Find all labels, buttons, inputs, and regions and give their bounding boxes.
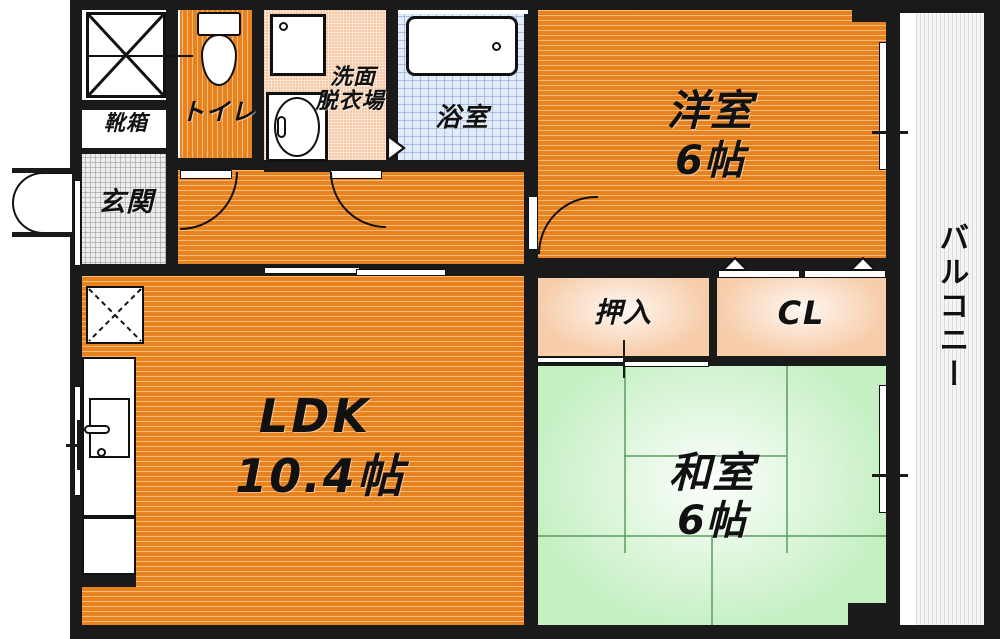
wall-shaft-bottom [80, 100, 176, 110]
ldk-sliding-door-panel-b[interactable] [356, 269, 446, 276]
ldk-sliding-door-panel-a[interactable] [264, 267, 360, 274]
japanese-room-label: 和室 [668, 448, 755, 497]
kitchen-drain-icon [97, 448, 106, 457]
ldk-size-label: 10.4帖 [235, 449, 405, 503]
tatami-seam [711, 535, 713, 625]
kutsubako-label: 靴箱 [104, 111, 148, 135]
ldk-floor [80, 274, 532, 625]
window-handle-mark-v [888, 451, 891, 501]
wall-washroom-bottom [264, 160, 534, 172]
washing-machine-tap-icon [279, 22, 288, 31]
cl-folding-door-b[interactable] [804, 270, 886, 278]
ldk-label: LDK [258, 389, 372, 443]
western-room-label: 洋室 [666, 86, 753, 135]
tatami-seam [786, 366, 788, 553]
washroom-label-line2: 脱衣場 [315, 89, 385, 114]
cl-label: CL [777, 294, 826, 332]
genkan-label: 玄関 [98, 187, 154, 218]
cl-floor [717, 278, 886, 356]
oshiire-sliding-door-a[interactable] [537, 357, 625, 363]
balcony-label: バルコニー [933, 222, 969, 392]
exterior-wall-right [986, 0, 1000, 639]
balcony-parapet-outer [984, 8, 988, 630]
entrance-threshold-bottom [12, 232, 74, 237]
western-room-door-panel[interactable] [528, 196, 538, 250]
wall-western-room-bottom [524, 258, 888, 268]
kitchen-faucet-icon [84, 425, 110, 434]
entrance-door-swing [12, 172, 72, 234]
tatami-seam [624, 455, 786, 457]
kitchen-counter-end [82, 575, 136, 587]
kutsubako-floor [80, 108, 172, 152]
toilet-label: トイレ [180, 98, 256, 126]
oshiire-label: 押入 [593, 296, 652, 329]
toilet-floor [180, 8, 256, 160]
refrigerator-space-x-icon [88, 288, 142, 342]
balcony-floor [916, 14, 986, 625]
bathroom-door-arrow-icon [386, 134, 406, 162]
window-hallway-left[interactable] [74, 180, 81, 266]
wall-jog-topright [852, 0, 888, 22]
tatami-seam [624, 366, 626, 553]
wall-toilet-right [252, 0, 264, 168]
toilet-tank [197, 12, 241, 36]
entrance-threshold-top [12, 168, 74, 173]
wall-jog-bottomright [848, 603, 888, 629]
western-room-size-label: 6帖 [675, 138, 745, 184]
wall-toilet-bottom [166, 158, 264, 170]
cl-door-fold-arrow-icon [722, 257, 748, 271]
kitchen-base-cabinet [82, 517, 136, 575]
bathroom-tub-deck [398, 10, 528, 14]
pipe-shaft-x-icon [86, 12, 166, 98]
cl-folding-door-a[interactable] [718, 270, 800, 278]
cl-door-fold-arrow-icon [850, 257, 876, 271]
wall-kutsubako-bottom [80, 148, 176, 154]
balcony-parapet-top [900, 8, 990, 13]
wall-oshiire-cl-top [524, 268, 888, 278]
oshiire-sliding-door-b[interactable] [623, 361, 709, 367]
bathroom-label: 浴室 [434, 103, 489, 133]
japanese-room-size-label: 6帖 [677, 498, 747, 544]
facade-wall [886, 0, 900, 639]
oshiire-door-seam [623, 340, 625, 378]
oshiire-floor [537, 278, 709, 356]
washroom-label-line1: 洗面 [329, 65, 376, 90]
wall-ldk-right [524, 264, 538, 639]
wall-oshiire-cl-divider [709, 268, 717, 364]
wall-washroom-right [386, 0, 398, 172]
bathtub-drain-icon [492, 42, 501, 51]
window-handle-mark-v [888, 108, 891, 158]
window-japanese-room[interactable] [879, 385, 887, 513]
bathtub [406, 16, 518, 76]
window-handle-mark-v [77, 420, 80, 470]
wall-genkan-right [166, 0, 178, 268]
balcony-parapet-bottom [900, 625, 990, 630]
toilet-bowl [201, 34, 237, 86]
japanese-room-floor [536, 366, 886, 625]
vanity-faucet-icon [277, 116, 286, 138]
genkan-floor [80, 152, 172, 268]
exterior-wall-left [70, 0, 82, 639]
window-western-room[interactable] [879, 42, 887, 170]
